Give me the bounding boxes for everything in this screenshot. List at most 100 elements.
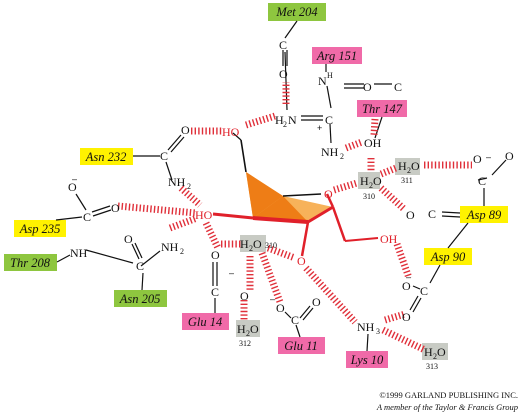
box-thr147 — [357, 100, 407, 117]
box-water-310b — [240, 235, 266, 252]
box-water-310a — [358, 172, 380, 189]
atom-label: – — [270, 294, 275, 304]
hbond-water310-oh — [266, 244, 297, 262]
hbond-oh-nh3 — [303, 265, 358, 325]
atom-label: O — [324, 187, 333, 201]
atom-label: OH — [364, 136, 382, 150]
bond-line — [140, 250, 161, 267]
atom-label: 313 — [426, 362, 438, 371]
bond-line — [284, 311, 292, 319]
box-thr208 — [4, 254, 57, 271]
box-glu14 — [182, 313, 229, 330]
bond-line — [134, 242, 143, 259]
label-thr147: Thr 147 — [362, 102, 403, 116]
atom-labels: C O N H O C H 2 N C + NH 2 OH HO O HO O … — [68, 38, 514, 371]
bond-line — [170, 136, 185, 153]
box-asp90 — [424, 248, 472, 265]
label-thr208: Thr 208 — [10, 256, 51, 270]
bond-line — [56, 254, 71, 263]
hbond-water310-o-asp89 — [378, 185, 407, 212]
atom-label: – — [229, 268, 234, 278]
atom-label: H — [327, 71, 333, 80]
atom-label: 310 — [265, 241, 277, 250]
box-arg151 — [312, 47, 362, 64]
bond-line — [141, 272, 144, 291]
atom-label: O — [297, 254, 306, 268]
hbond-water310-water311 — [379, 164, 398, 178]
atom-label: O — [363, 80, 372, 94]
water-boxes — [236, 158, 448, 360]
atom-label: NH — [357, 320, 375, 334]
atom-label: C — [478, 174, 486, 188]
label-asp90: Asp 90 — [430, 250, 466, 264]
box-glu11 — [278, 337, 325, 354]
hbond-nh3-water313 — [381, 326, 427, 354]
atom-label: NH — [168, 175, 186, 189]
bond-line — [409, 295, 419, 311]
label-glu11: Glu 11 — [284, 339, 317, 353]
atom-label: C — [420, 284, 428, 298]
bond-line — [412, 297, 422, 313]
atom-label: 2 — [340, 152, 344, 161]
atom-label: O — [373, 174, 382, 188]
atom-label: 2 — [433, 352, 437, 361]
ring-bond-front-3 — [307, 205, 334, 224]
box-asp89 — [460, 206, 508, 223]
atom-label: O — [124, 232, 133, 246]
atom-label: 2 — [407, 166, 411, 175]
bond-line — [167, 134, 182, 151]
atom-label: HO — [195, 208, 213, 222]
atom-label: N — [318, 74, 327, 88]
atom-label: H — [360, 174, 369, 188]
atom-label: O — [250, 322, 259, 336]
atom-label: H — [424, 345, 433, 359]
covalent-bonds — [55, 20, 507, 352]
atom-label: C — [211, 285, 219, 299]
bond-line — [441, 211, 461, 214]
hbond-oh-asp90 — [393, 242, 413, 280]
hbond-thr147-oh — [370, 118, 379, 136]
bond-line — [412, 285, 421, 290]
ring-bond-front-2 — [252, 216, 309, 224]
bond-line — [366, 333, 369, 352]
bond-line — [75, 193, 87, 211]
atom-label: O — [240, 289, 249, 303]
bond-line — [441, 215, 461, 218]
box-asn205 — [114, 290, 167, 307]
ring-bond-front-1 — [212, 212, 254, 220]
bond-line — [91, 205, 111, 213]
label-asn232: Asn 232 — [85, 150, 127, 164]
atom-label: O — [181, 123, 190, 137]
atom-label: O — [253, 237, 262, 251]
atom-label: 2 — [187, 182, 191, 191]
atom-label: O — [312, 295, 321, 309]
atom-label: C — [160, 149, 168, 163]
box-asn232 — [80, 148, 133, 165]
hbond-nh2-ho — [178, 185, 203, 208]
atom-label: 2 — [283, 120, 287, 129]
atom-label: 2 — [249, 244, 253, 253]
atom-label: C — [394, 80, 402, 94]
hbond-ringo-water310 — [332, 179, 359, 194]
atom-label: 2 — [369, 181, 373, 190]
atom-label: O — [402, 279, 411, 293]
atom-label: 310 — [363, 192, 375, 201]
bond-line — [92, 209, 112, 217]
atom-label: H — [275, 113, 284, 127]
atom-label: O — [437, 345, 446, 359]
bond-line — [491, 159, 507, 176]
atom-label: C — [291, 313, 299, 327]
atom-label: H — [237, 322, 246, 336]
box-met204 — [268, 3, 326, 21]
bond-line — [55, 216, 83, 221]
label-arg151: Arg 151 — [316, 49, 357, 63]
bond-line — [295, 324, 301, 338]
box-lys10 — [346, 351, 388, 368]
sugar-face-dark — [246, 172, 283, 218]
bond-line — [447, 222, 469, 249]
copyright-line2: A member of the Taylor & Francis Group — [376, 402, 518, 412]
atom-label: + — [317, 123, 322, 133]
bond-line — [299, 305, 311, 319]
